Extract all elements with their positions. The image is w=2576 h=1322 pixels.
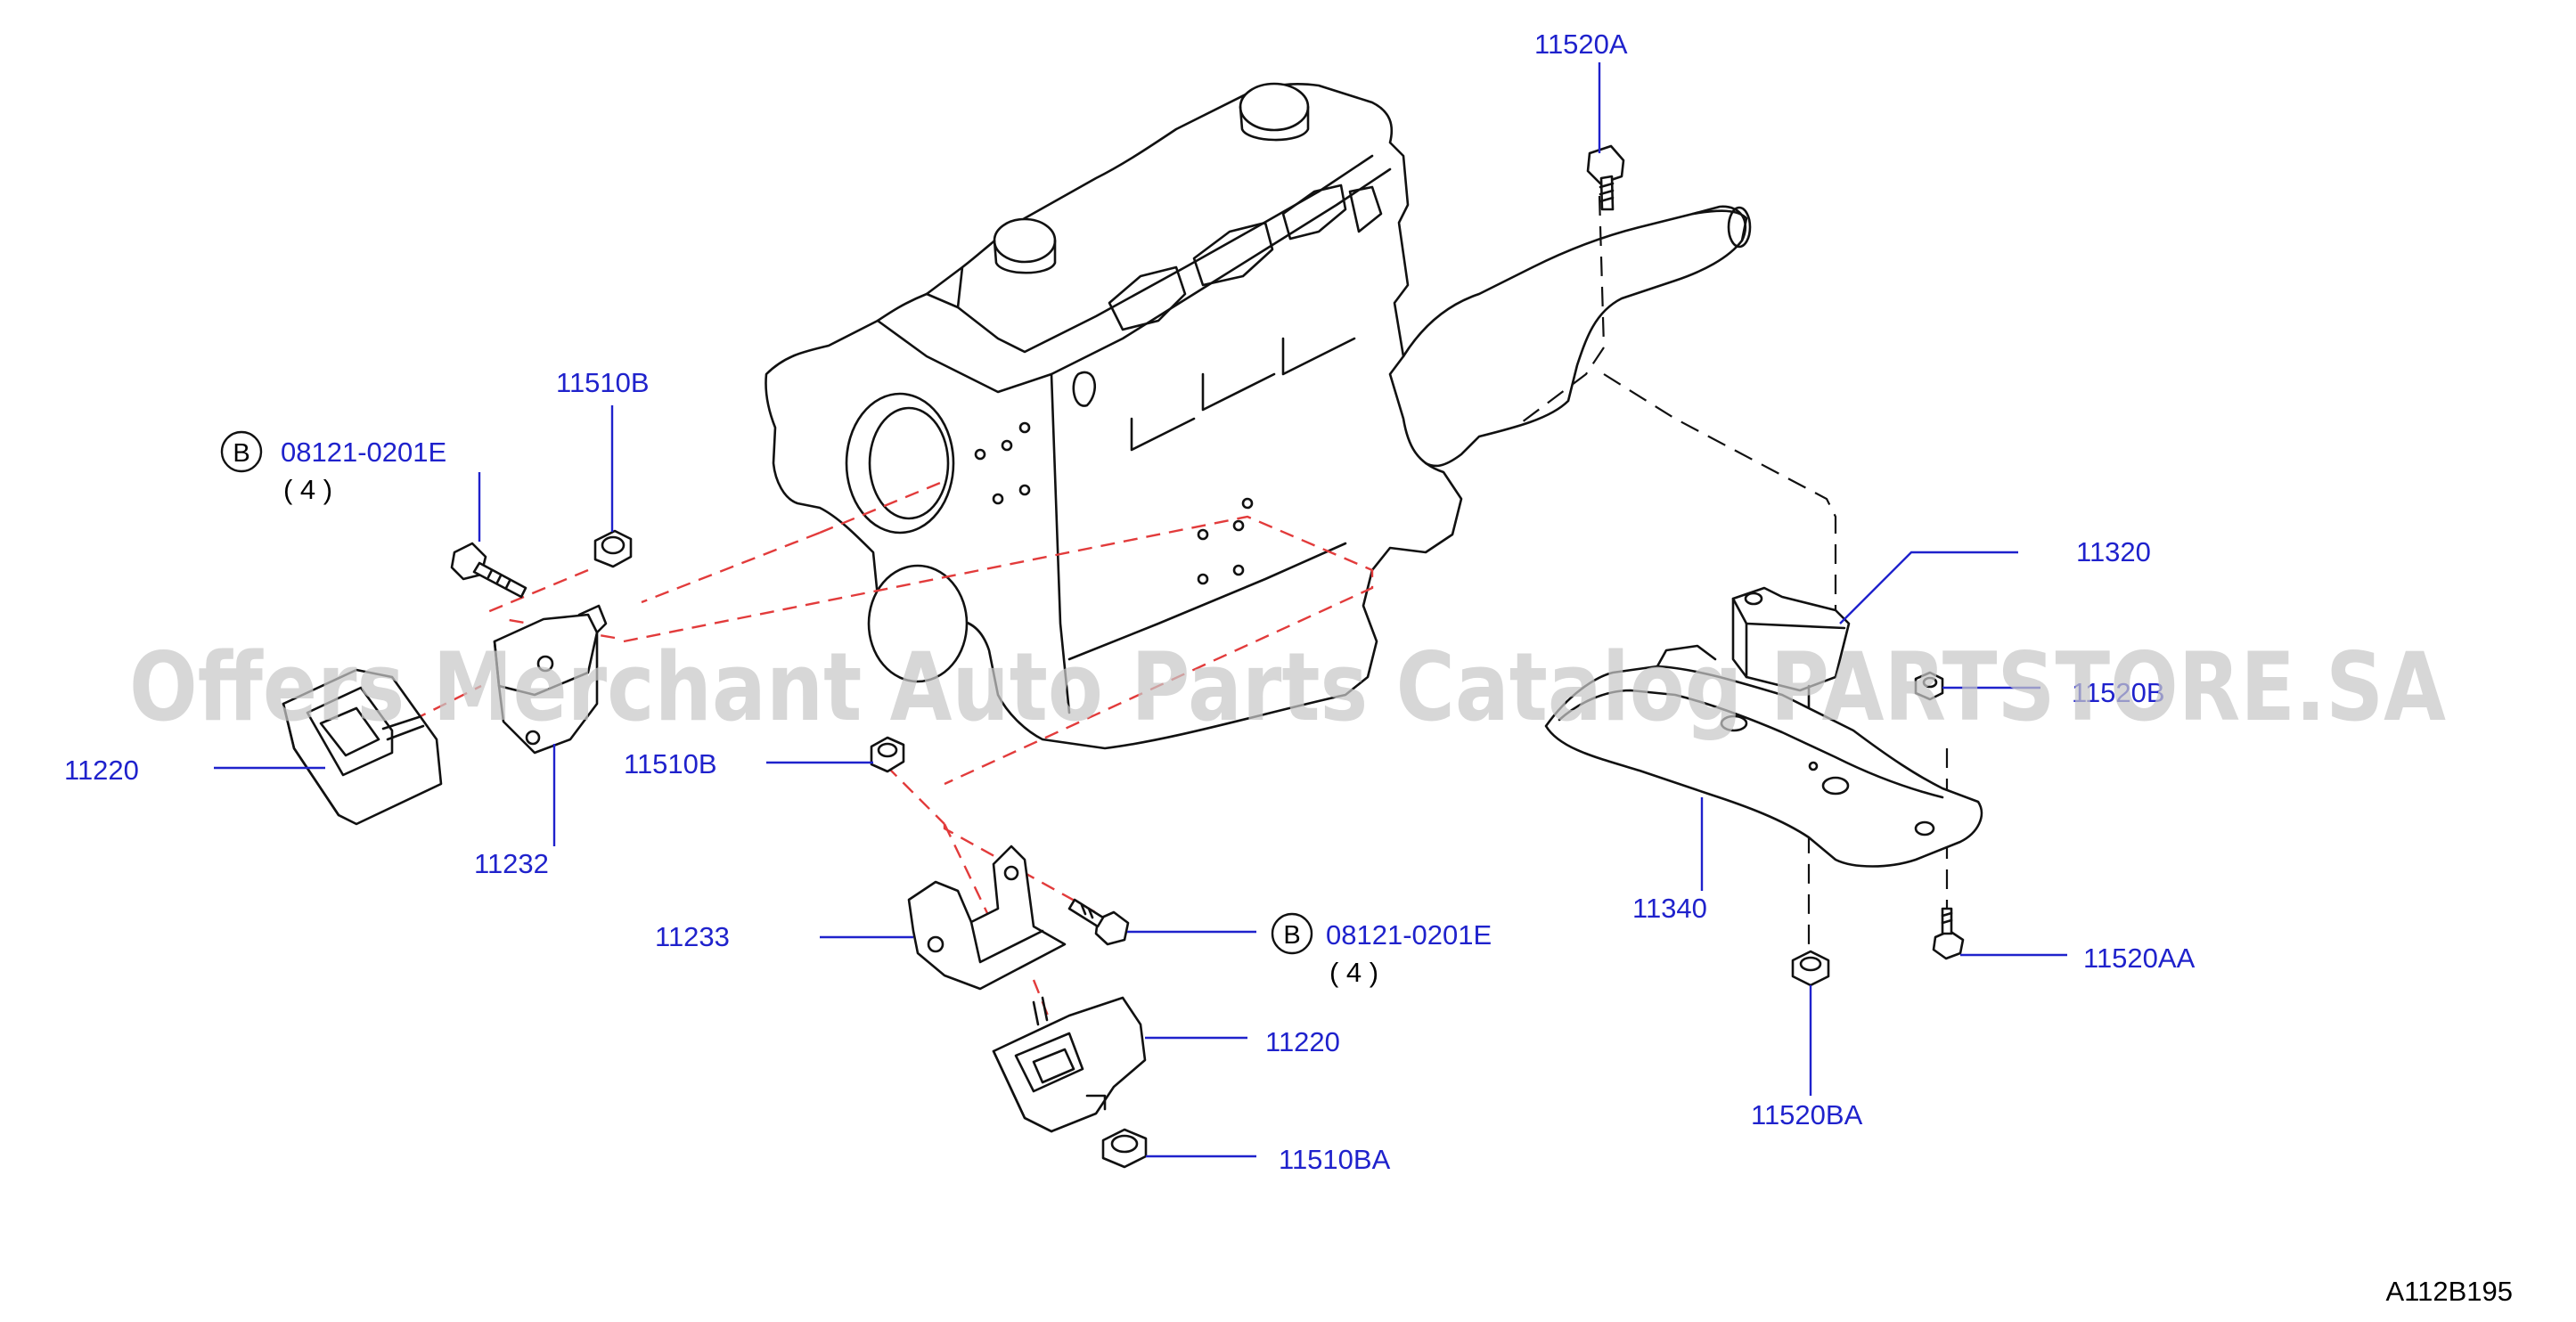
leader-lines xyxy=(214,62,2067,1158)
engine-block xyxy=(765,82,1752,750)
label-11510B-mid[interactable]: 11510B xyxy=(624,748,717,779)
bolt-marker-letter-mid: B xyxy=(1283,921,1300,950)
label-11520A[interactable]: 11520A xyxy=(1534,29,1628,60)
bolt-08121-mid xyxy=(1067,898,1130,946)
bolt-11520AA xyxy=(1932,907,1965,960)
mount-insulator-11220-mid xyxy=(992,996,1147,1133)
label-11232[interactable]: 11232 xyxy=(474,848,549,879)
diagram-code: A112B195 xyxy=(2386,1276,2514,1307)
label-11340[interactable]: 11340 xyxy=(1632,893,1707,924)
bracket-11233 xyxy=(907,845,1067,991)
label-11320[interactable]: 11320 xyxy=(2076,536,2151,567)
label-11510B-top[interactable]: 11510B xyxy=(556,367,650,398)
label-11233[interactable]: 11233 xyxy=(655,921,730,952)
label-11520B[interactable]: 11520B xyxy=(2072,677,2165,708)
nut-11510BA xyxy=(1101,1128,1148,1169)
qty-08121-top: ( 4 ) xyxy=(283,474,332,505)
label-11510BA[interactable]: 11510BA xyxy=(1279,1144,1391,1175)
label-11220-mid[interactable]: 11220 xyxy=(1265,1026,1340,1057)
crossmember-11340 xyxy=(1544,644,1983,868)
bolt-marker-top: B xyxy=(220,430,263,473)
bolt-11520A xyxy=(1586,144,1625,211)
label-08121-mid[interactable]: 08121-0201E xyxy=(1326,919,1492,951)
label-11220-left[interactable]: 11220 xyxy=(64,755,139,786)
label-11520AA[interactable]: 11520AA xyxy=(2083,943,2196,974)
part-labels: 11520A 11510B 08121-0201E ( 4 ) 11320 11… xyxy=(64,29,2196,1175)
bolt-08121-top xyxy=(450,542,527,599)
nut-11510B-top xyxy=(593,529,633,568)
label-11520BA[interactable]: 11520BA xyxy=(1751,1099,1863,1130)
assembly-lines xyxy=(391,195,1949,1025)
bolt-marker-letter-top: B xyxy=(233,439,249,468)
bracket-11232 xyxy=(493,604,608,755)
qty-08121-mid: ( 4 ) xyxy=(1329,957,1378,988)
bolt-marker-mid: B xyxy=(1271,912,1313,955)
nut-11510B-mid xyxy=(870,736,905,773)
label-08121-top[interactable]: 08121-0201E xyxy=(281,437,446,468)
mount-insulator-11220-left xyxy=(282,668,443,826)
nut-11520BA xyxy=(1791,950,1830,987)
watermark-text: Offers Merchant Auto Parts Catalog PARTS… xyxy=(129,632,2446,742)
nut-11520B xyxy=(1914,671,1944,701)
